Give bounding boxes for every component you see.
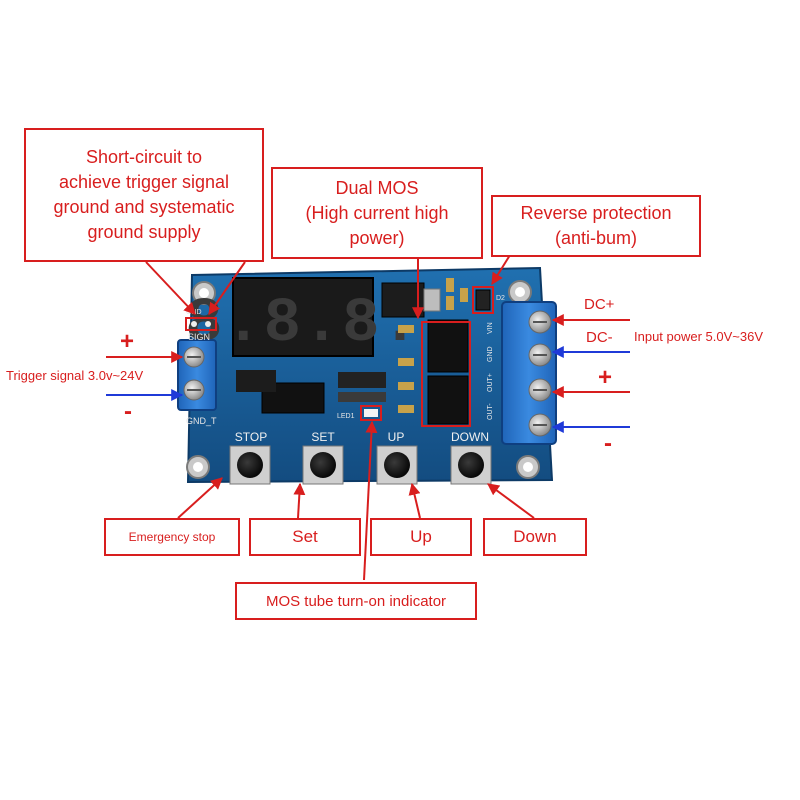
callout-mos-indicator: MOS tube turn-on indicator [235, 582, 477, 620]
callout-line: (High current high [305, 202, 449, 223]
silk-sign: SIGN [188, 332, 210, 342]
arrow-icon [293, 482, 306, 519]
dual-mos-transistors [421, 319, 471, 427]
callout-line: power) [349, 227, 405, 248]
silk-gnd-t: GND_T [186, 416, 217, 426]
silk-stop: STOP [235, 430, 267, 444]
arrow-icon [363, 420, 378, 581]
callout-emergency-stop: Emergency stop [104, 518, 240, 556]
resistor-array [338, 372, 386, 402]
silk-down: DOWN [451, 430, 489, 444]
stop-button[interactable] [229, 445, 271, 485]
up-button[interactable] [376, 445, 418, 485]
set-button[interactable] [302, 445, 344, 485]
output-minus-sign: - [604, 430, 612, 457]
seven-segment-display: 8.8.8. [185, 277, 420, 359]
power-terminal-block: VIN GND OUT+ OUT- [487, 301, 557, 445]
mos-indicator-led: LED1 [337, 405, 382, 421]
power-arrows [551, 314, 630, 433]
silk-set: SET [311, 430, 335, 444]
dc-minus-label: DC- [586, 329, 613, 346]
reverse-protection-diode: D2 [472, 286, 505, 314]
silk-up: UP [388, 430, 405, 444]
callout-down: Down [483, 518, 587, 556]
output-plus-sign: + [598, 364, 613, 391]
callout-line: Short-circuit to [85, 147, 203, 167]
arrow-icon [408, 482, 421, 519]
silk-led: LED1 [337, 413, 355, 420]
callout-short-circuit: Short-circuit to achieve trigger signal … [24, 128, 264, 262]
down-button[interactable] [450, 445, 492, 485]
optocoupler-chip [236, 370, 325, 414]
callout-line: Dual MOS [335, 177, 419, 198]
arrow-icon [208, 261, 246, 315]
arrow-icon [177, 477, 223, 519]
callout-set: Set [249, 518, 361, 556]
pointer-lines [145, 254, 535, 581]
trigger-minus-sign: - [124, 398, 132, 425]
callout-line: (anti-bum) [554, 228, 638, 248]
callout-line: ground supply [87, 222, 201, 242]
callout-reverse-protection: Reverse protection (anti-bum) [491, 195, 701, 257]
callout-line: ground and systematic [53, 197, 235, 217]
display-digits: 8.8.8. [185, 288, 420, 359]
silk-out-plus: OUT+ [487, 373, 494, 392]
arrow-icon [491, 254, 511, 286]
input-power-label: Input power 5.0V~36V [634, 329, 764, 344]
trigger-terminal-block: SIGN GND_T [177, 332, 217, 426]
silk-vin: VIN [487, 322, 494, 334]
arrow-icon [487, 483, 535, 519]
silk-d2: D2 [496, 295, 505, 302]
callout-line: achieve trigger signal [58, 172, 230, 192]
smd-components [398, 278, 468, 413]
trigger-signal-label: Trigger signal 3.0v~24V [6, 368, 144, 383]
trigger-plus-sign: + [120, 328, 135, 355]
arrow-icon [145, 261, 196, 315]
callout-up: Up [370, 518, 472, 556]
silk-gnd-right: GND [487, 346, 494, 362]
callout-line: Reverse protection [520, 203, 672, 223]
trigger-arrows [106, 351, 184, 401]
callout-dual-mos: Dual MOS (High current high power) [271, 167, 483, 259]
dc-plus-label: DC+ [584, 296, 615, 313]
silk-out-minus: OUT- [487, 403, 494, 420]
